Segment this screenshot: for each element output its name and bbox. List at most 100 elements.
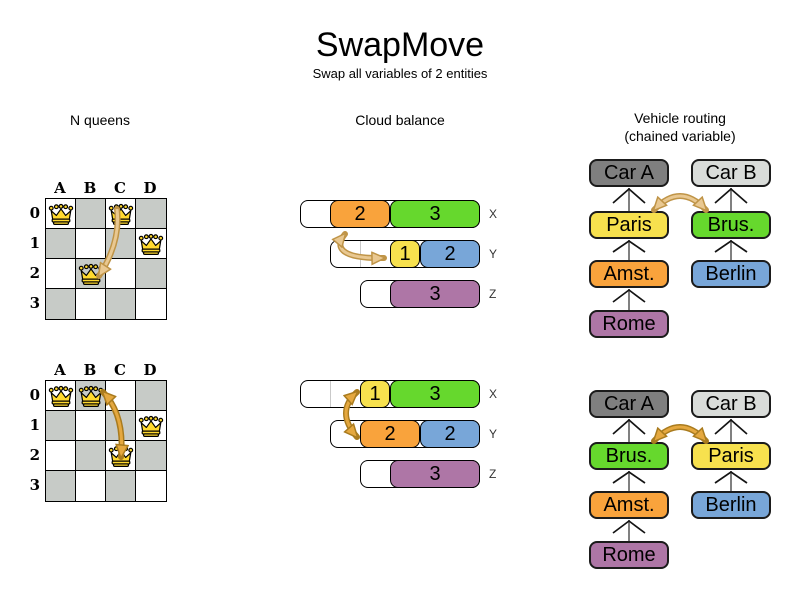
cloud-computer-label: X	[489, 387, 498, 401]
queen	[138, 233, 164, 256]
page-title: SwapMove	[315, 26, 485, 64]
chain-arrow-icon	[612, 288, 646, 310]
board-row-label: 0	[29, 204, 40, 222]
page-subtitle: Swap all variables of 2 entities	[312, 66, 488, 81]
board-cell	[136, 381, 166, 411]
cloud-computer-label: Z	[489, 287, 497, 301]
chain-arrow-icon	[612, 418, 646, 442]
board-cell	[136, 289, 166, 319]
vehicle-box: Car B	[691, 390, 771, 418]
vehicle-box: Rome	[589, 541, 669, 569]
board-cell	[106, 471, 136, 501]
vehicle-box: Car B	[691, 159, 771, 187]
vehicle-box: Car A	[589, 159, 669, 187]
vehicle-box: Amst.	[589, 260, 669, 288]
queen	[48, 385, 74, 408]
nqueens-board	[45, 198, 167, 320]
vehicle-box: Brus.	[589, 442, 669, 470]
queen-icon	[78, 385, 104, 407]
swap-arrow-icon	[651, 193, 709, 213]
board-cell	[46, 229, 76, 259]
board-column-label: B	[83, 361, 97, 379]
swap-arrow-icon	[318, 231, 387, 266]
cloud-process-block: 3	[390, 200, 480, 228]
cloud-process-block: 2	[360, 420, 420, 448]
cloud-computer-label: X	[489, 207, 498, 221]
board-row-label: 3	[29, 294, 40, 312]
board-column-label: A	[54, 179, 66, 197]
board-cell	[46, 289, 76, 319]
board-cell	[136, 199, 166, 229]
board-cell	[136, 471, 166, 501]
vehicle-box: Brus.	[691, 211, 771, 239]
board-cell	[46, 411, 76, 441]
cloud-computer-label: Z	[489, 467, 497, 481]
board-column-label: C	[114, 361, 126, 379]
cloud-process-block: 3	[390, 460, 480, 488]
queen-icon	[138, 415, 164, 437]
chain-arrow-icon	[714, 470, 748, 491]
board-cell	[46, 441, 76, 471]
board-cell	[106, 289, 136, 319]
board-cell	[76, 199, 106, 229]
chain-arrow-icon	[612, 187, 646, 211]
queen	[78, 263, 104, 286]
vehicle-box: Paris	[691, 442, 771, 470]
swap-arrow-icon	[651, 424, 709, 444]
board-row-label: 3	[29, 476, 40, 494]
board-column-label: D	[143, 361, 157, 379]
board-column-label: A	[54, 361, 66, 379]
chain-arrow-icon	[612, 519, 646, 541]
cloud-process-block: 1	[390, 240, 420, 268]
cloud-process-block: 3	[390, 280, 480, 308]
board-cell	[136, 441, 166, 471]
chain-arrow-icon	[714, 418, 748, 442]
queen-icon	[78, 263, 104, 285]
vehicle-box: Berlin	[691, 491, 771, 519]
queen-icon	[138, 233, 164, 255]
cloud-computer-label: Y	[489, 247, 498, 261]
queen	[78, 385, 104, 408]
cloud-process-block: 2	[330, 200, 390, 228]
vehicle-box: Car A	[589, 390, 669, 418]
vehicle-routing-title-line2: (chained variable)	[624, 128, 736, 144]
queen-icon	[48, 203, 74, 225]
cloud-process-block: 3	[390, 380, 480, 408]
vehicle-box: Berlin	[691, 260, 771, 288]
board-row-label: 2	[29, 446, 40, 464]
swap-arrow-icon	[328, 389, 360, 440]
cloud-process-block: 2	[420, 420, 480, 448]
chain-arrow-icon	[714, 239, 748, 260]
cloud-computer-label: Y	[489, 427, 498, 441]
board-column-label: D	[143, 179, 157, 197]
cloud-process-block: 2	[420, 240, 480, 268]
capacity-ghost-line	[330, 381, 331, 407]
board-row-label: 1	[29, 234, 40, 252]
board-row-label: 0	[29, 386, 40, 404]
cloud-process-block: 1	[360, 380, 390, 408]
section-title-cloud-balance: Cloud balance	[355, 112, 445, 128]
section-title-vehicle-routing: Vehicle routing (chained variable)	[580, 109, 780, 145]
swap-arrow-icon	[100, 389, 138, 460]
chain-arrow-icon	[612, 239, 646, 260]
board-row-label: 1	[29, 416, 40, 434]
board-cell	[76, 229, 106, 259]
board-column-label: C	[114, 179, 126, 197]
board-cell	[46, 259, 76, 289]
board-cell	[76, 289, 106, 319]
chain-arrow-icon	[612, 470, 646, 491]
swap-arrow-icon	[96, 206, 121, 279]
board-cell	[46, 471, 76, 501]
vehicle-box: Rome	[589, 310, 669, 338]
board-cell	[136, 259, 166, 289]
board-column-label: B	[83, 179, 97, 197]
vehicle-box: Paris	[589, 211, 669, 239]
queen-icon	[48, 385, 74, 407]
board-row-label: 2	[29, 264, 40, 282]
section-title-nqueens: N queens	[70, 112, 130, 128]
queen	[138, 415, 164, 438]
queen	[48, 203, 74, 226]
board-cell	[76, 471, 106, 501]
